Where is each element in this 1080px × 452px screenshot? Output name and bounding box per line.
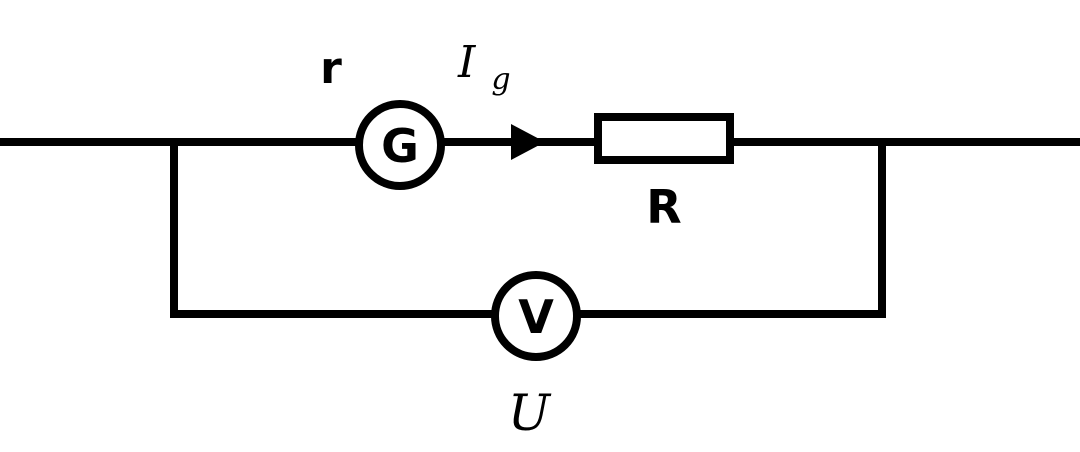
galvanometer-circle bbox=[355, 100, 445, 190]
galvanometer: G bbox=[355, 100, 445, 190]
voltmeter-symbol: V bbox=[518, 290, 554, 344]
wire-branch-left bbox=[170, 142, 494, 318]
galvanometer-symbol: G bbox=[381, 119, 419, 173]
voltmeter-circle bbox=[491, 271, 581, 361]
current-label: I g bbox=[457, 37, 511, 97]
resistor bbox=[594, 113, 734, 164]
galvanometer-resistance-label: r bbox=[320, 43, 342, 94]
current-label-subscript: g bbox=[491, 62, 510, 97]
resistor-label: R bbox=[646, 180, 681, 234]
voltage-label: U bbox=[508, 384, 552, 442]
current-label-main: I bbox=[457, 37, 477, 88]
wire-branch-right bbox=[578, 142, 886, 318]
voltmeter: V bbox=[491, 271, 581, 361]
current-arrow-icon bbox=[511, 124, 545, 160]
